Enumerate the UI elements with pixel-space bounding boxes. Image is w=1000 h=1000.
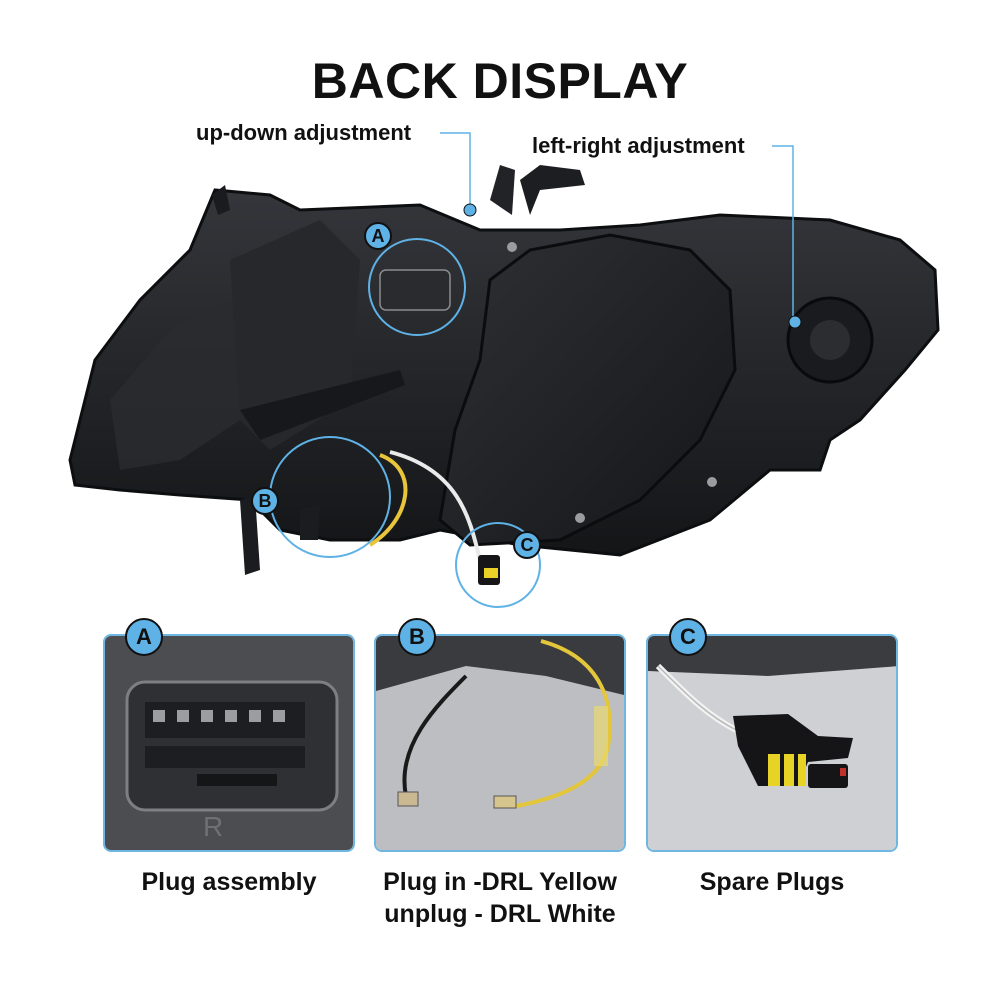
caption-plug-assembly-line1: Plug assembly (141, 868, 317, 896)
rear-cover (438, 233, 737, 547)
panel-b-badge: B (398, 618, 436, 656)
caption-drl-line1: Plug in -DRL Yellow (383, 868, 617, 896)
headlight-back-illustration (68, 132, 940, 608)
panel-drl-wires (374, 634, 626, 852)
caption-drl-line2: unplug - DRL White (384, 900, 616, 928)
badge-a: A (364, 222, 392, 250)
plug-assembly-photo: R (105, 636, 353, 850)
up-down-adjustment-label: up-down adjustment (196, 120, 412, 145)
zoom-circle-c (455, 522, 541, 608)
caption-spare-plugs-line1: Spare Plugs (699, 868, 845, 896)
panel-a-badge: A (125, 618, 163, 656)
drl-wires-photo (376, 636, 624, 850)
caption-plug-assembly: Plug assembly (103, 866, 355, 898)
badge-c: C (513, 531, 541, 559)
panel-spare-plugs (646, 634, 898, 852)
zoom-circle-a (368, 238, 466, 336)
page-title: BACK DISPLAY (311, 53, 689, 109)
spare-plugs-photo (648, 636, 896, 850)
panel-c-badge: C (669, 618, 707, 656)
panel-plug-assembly: R (103, 634, 355, 852)
caption-drl-wires: Plug in -DRL Yellow unplug - DRL White (344, 866, 656, 930)
svg-text:R: R (203, 811, 223, 842)
left-right-adjustment-label: left-right adjustment (532, 133, 745, 158)
badge-b: B (251, 487, 279, 515)
caption-spare-plugs: Spare Plugs (646, 866, 898, 898)
